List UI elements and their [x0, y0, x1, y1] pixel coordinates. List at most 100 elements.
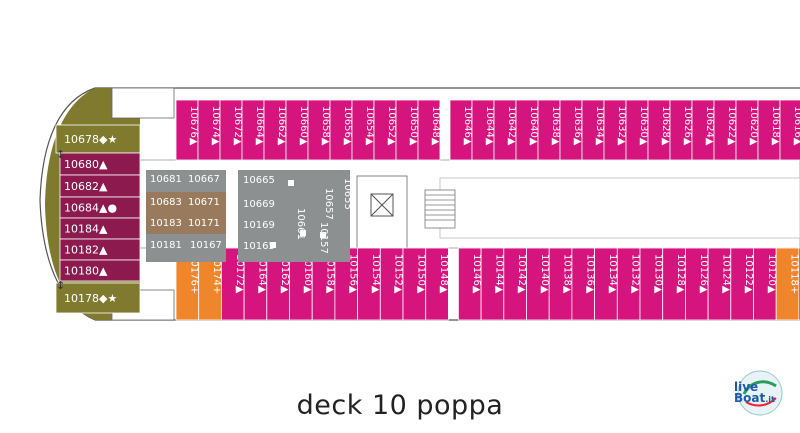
cabin[interactable]: 10128▲ [662, 247, 686, 321]
cabin-label: 10120▲ [766, 254, 777, 294]
cabin[interactable]: 10662▲ [263, 99, 287, 161]
interior-cabin-label[interactable]: 10667 [188, 174, 220, 185]
interior-suite-band [146, 192, 226, 234]
cabin[interactable]: 10676▲ [175, 99, 199, 161]
cabin-label: 10672▲ [232, 106, 243, 146]
interior-cabin-label[interactable]: 10169 [243, 220, 275, 231]
cabin[interactable]: 10154▲ [357, 247, 381, 321]
cabin-label: 10154▲ [370, 254, 381, 294]
suite-label: 10680▲ [64, 158, 108, 171]
cabin-label: 10632▲ [616, 106, 627, 146]
suite-cabin[interactable]: 10678◆★ [55, 124, 141, 154]
suite-cabin[interactable]: 10680▲ [59, 152, 141, 176]
cabin[interactable]: 10626▲ [669, 99, 693, 161]
interior-cabin-label[interactable]: 10661 [295, 208, 306, 240]
interior-cabin-label[interactable]: 10671 [188, 197, 220, 208]
cabin[interactable]: 10116▲ [798, 247, 800, 321]
cabin[interactable]: 10640▲ [515, 99, 539, 161]
cabin[interactable]: 10126▲ [685, 247, 709, 321]
cabin[interactable]: 10120▲ [753, 247, 777, 321]
cabin-label: 10148▲ [438, 254, 449, 294]
cabin[interactable]: 10152▲ [379, 247, 404, 321]
cabin[interactable]: 10644▲ [471, 99, 495, 161]
cabin[interactable]: 10122▲ [730, 247, 754, 321]
cabin[interactable]: 10148▲ [425, 247, 449, 321]
cabin[interactable]: 10630▲ [625, 99, 649, 161]
cabin[interactable]: 10638▲ [537, 99, 561, 161]
cabin[interactable]: 10632▲ [603, 99, 627, 161]
interior-cabin-label[interactable]: 10681 [150, 174, 182, 185]
cabin-label: 10652▲ [386, 106, 397, 146]
cabin-label: 10126▲ [698, 254, 709, 294]
cabin[interactable]: 10634▲ [581, 99, 605, 161]
suite-label: 10180▲ [64, 265, 108, 278]
suite-label: 10182▲ [64, 244, 108, 257]
cabin[interactable]: 10622▲ [713, 99, 737, 161]
suite-cabin[interactable]: 10682▲ [59, 174, 141, 198]
cabin[interactable]: 10134▲ [594, 247, 618, 321]
cabin[interactable]: 10130▲ [639, 247, 663, 321]
suite-cabin[interactable]: 10182▲ [59, 238, 141, 261]
cabin-label: 10674▲ [210, 106, 221, 146]
interior-cabin-label[interactable]: 10665 [243, 175, 275, 186]
elevator-x2 [370, 193, 394, 217]
cabin[interactable]: 10658▲ [307, 99, 331, 161]
cabin[interactable]: 10618▲ [757, 99, 781, 161]
suite-label: 10678◆★ [64, 133, 117, 146]
interior-cabin-label[interactable]: 10657 [323, 188, 334, 220]
cabin[interactable]: 10124▲ [707, 247, 731, 321]
cabin[interactable]: 10616▲ [779, 99, 800, 161]
suite-cabin[interactable]: 10184▲ [59, 217, 141, 240]
cabin[interactable]: 10646▲ [449, 99, 473, 161]
cabin[interactable]: 10150▲ [402, 247, 426, 321]
interior-cabin-label[interactable]: 10669 [243, 199, 275, 210]
cabin-label: 10664▲ [254, 106, 265, 146]
cabin[interactable]: 10636▲ [559, 99, 583, 161]
cabin[interactable]: 10146▲ [457, 247, 482, 321]
interior-cabin-label[interactable]: 10683 [150, 197, 182, 208]
interior-cabin-label[interactable]: 10183 [150, 218, 182, 229]
cabin-label: 10142▲ [516, 254, 527, 294]
cabin[interactable]: 10660▲ [285, 99, 309, 161]
cabin[interactable]: 10674▲ [197, 99, 221, 161]
suite-label: 10184▲ [64, 223, 108, 236]
cabin[interactable]: 10624▲ [691, 99, 715, 161]
cabin-label: 10636▲ [572, 106, 583, 146]
cabin[interactable]: 10648▲ [417, 99, 441, 161]
cabin-label: 10676▲ [188, 106, 199, 146]
cabin[interactable]: 10138▲ [548, 247, 573, 321]
cabin[interactable]: 10656▲ [329, 99, 353, 161]
interior-cabin-label[interactable]: 10655 [342, 178, 353, 210]
cabin[interactable]: 10142▲ [503, 247, 527, 321]
cabin-label: 10634▲ [594, 106, 605, 146]
cabin[interactable]: 10620▲ [735, 99, 759, 161]
cabin[interactable]: 10642▲ [493, 99, 517, 161]
interior-cabin-label[interactable]: 10167 [190, 240, 222, 251]
cabin-label: 10642▲ [506, 106, 517, 146]
cabin[interactable]: 10628▲ [647, 99, 671, 161]
corridor-divider [439, 177, 800, 239]
cabin-label: 10136▲ [584, 254, 595, 294]
interior-cabin-label[interactable]: 10165 [243, 241, 275, 252]
cabin[interactable]: 10664▲ [241, 99, 265, 161]
suite-cabin[interactable]: 10180▲ [59, 259, 141, 282]
suite-cabin[interactable]: 10178◆★ [55, 282, 141, 314]
cabin-label: 10150▲ [415, 254, 426, 294]
interior-cabin-label[interactable]: 10181 [150, 240, 182, 251]
cabin[interactable]: 10118+ [775, 247, 800, 321]
cabin-label: 10656▲ [342, 106, 353, 146]
cabin-label: 10658▲ [320, 106, 331, 146]
cabin[interactable]: 10654▲ [351, 99, 375, 161]
cabin[interactable]: 10132▲ [616, 247, 641, 321]
cabin[interactable]: 10140▲ [526, 247, 550, 321]
cabin[interactable]: 10650▲ [395, 99, 419, 161]
cabin[interactable]: 10652▲ [373, 99, 397, 161]
cabin[interactable]: 10144▲ [480, 247, 504, 321]
cabin[interactable]: 10136▲ [571, 247, 595, 321]
interior-cabin-label[interactable]: 10171 [188, 218, 220, 229]
cabin[interactable]: 10672▲ [219, 99, 243, 161]
suite-cabin[interactable]: 10684▲● [59, 196, 141, 219]
